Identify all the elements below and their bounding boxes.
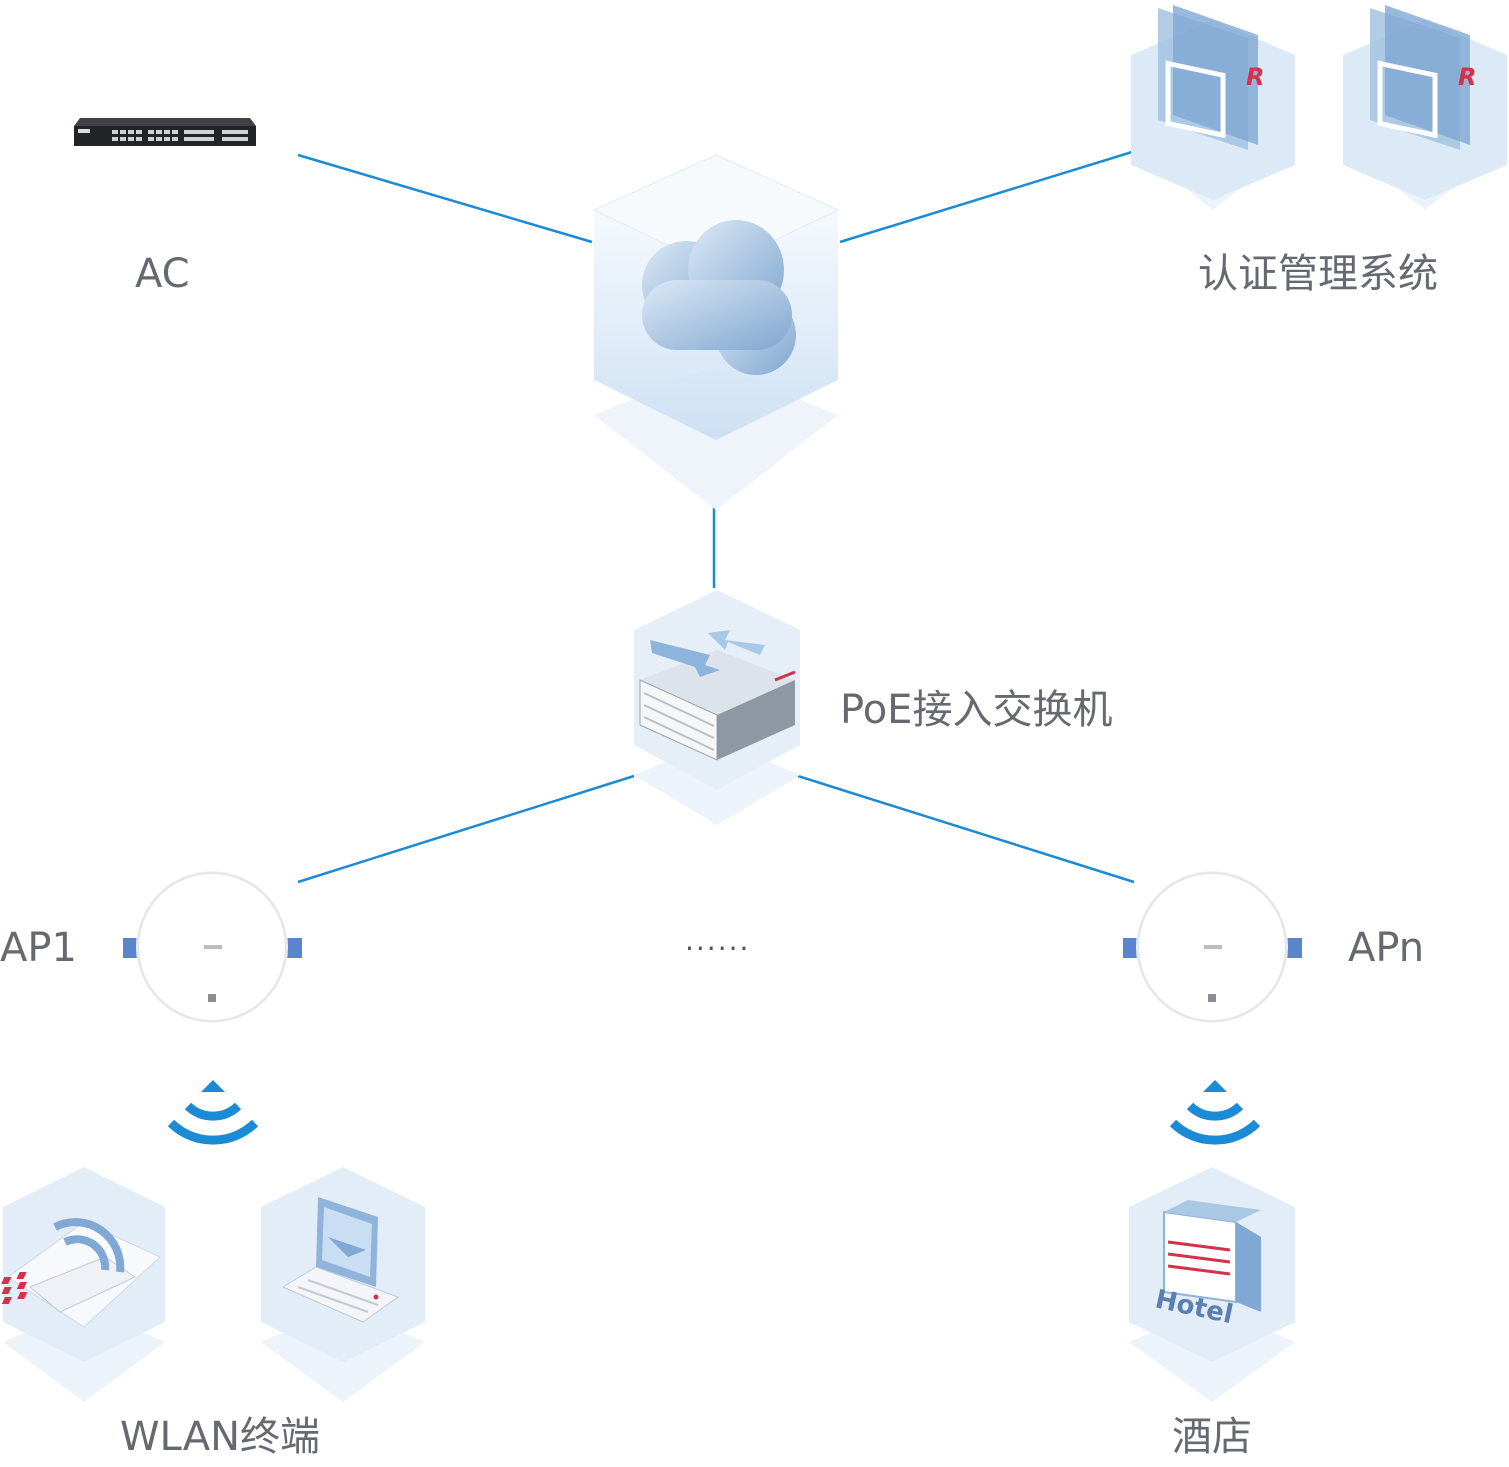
link-auth-cloud	[839, 150, 1133, 244]
ac-switch-icon	[74, 118, 256, 146]
laptop-mail-icon	[261, 1167, 425, 1402]
auth-label: 认证管理系统	[1198, 251, 1438, 297]
ac-label: AC	[135, 251, 190, 297]
ellipsis: ......	[685, 924, 751, 957]
apn-icon	[1123, 871, 1302, 1023]
wifi-phone-icon	[1, 1167, 165, 1402]
svg-text:R: R	[1246, 63, 1264, 91]
auth-server-icon-1: R	[1131, 5, 1295, 210]
link-ac-cloud	[297, 153, 593, 244]
hotel-building-icon: Hotel	[1129, 1167, 1295, 1402]
cloud-icon	[592, 154, 840, 510]
poe-label: PoE接入交换机	[840, 687, 1113, 733]
apn-label: APn	[1348, 925, 1425, 971]
link-poe-apn	[797, 774, 1135, 884]
wlan-label: WLAN终端	[120, 1414, 321, 1460]
auth-server-icon-2: R	[1343, 5, 1507, 210]
ap1-label: AP1	[0, 925, 77, 971]
ap1-icon	[123, 871, 302, 1023]
wifi-icon-right	[1169, 1080, 1261, 1145]
poe-switch-icon	[634, 590, 800, 825]
svg-text:R: R	[1458, 63, 1476, 91]
wifi-icon-left	[167, 1080, 259, 1145]
link-poe-ap1	[297, 774, 635, 884]
hotel-label: 酒店	[1172, 1414, 1252, 1460]
